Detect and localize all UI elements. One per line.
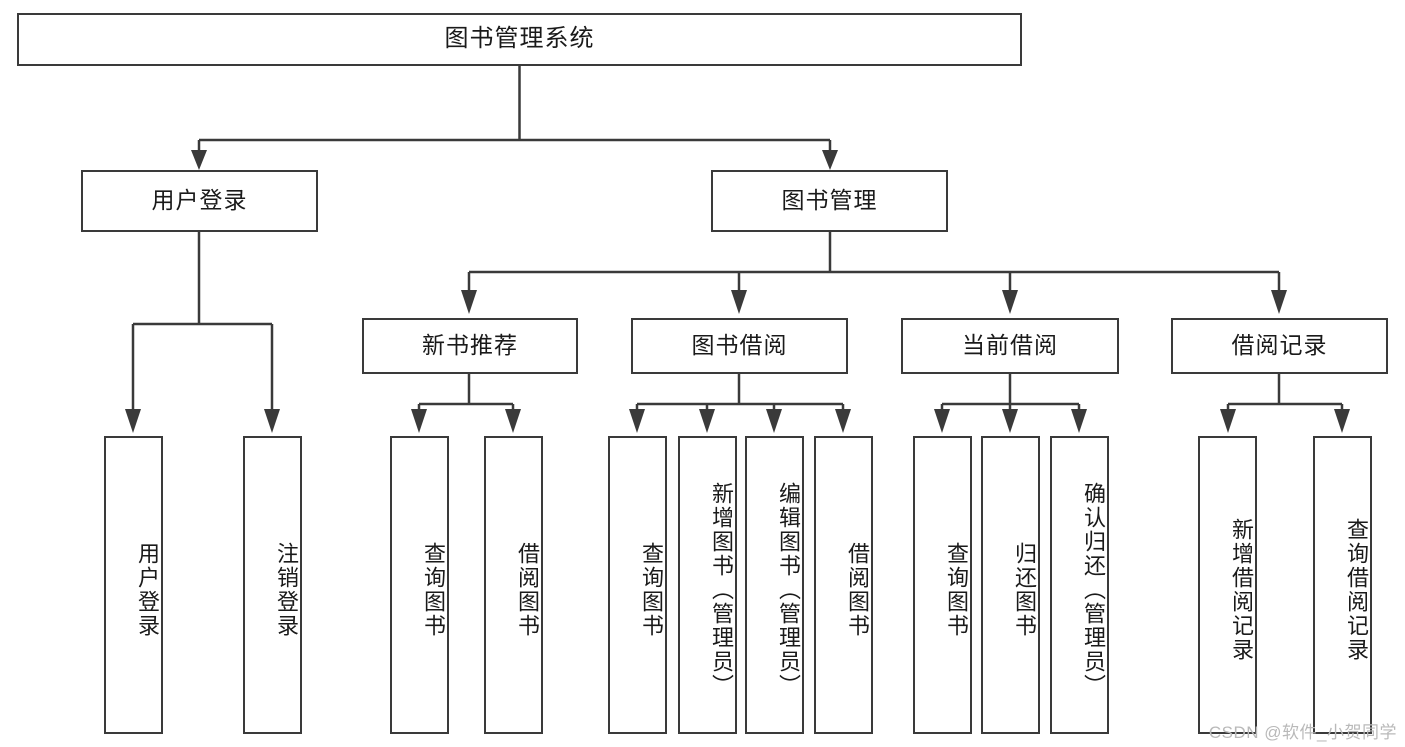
leaf-book-borrow-query-book[interactable]: 查询图书 (608, 436, 667, 734)
node-label: 新书推荐 (422, 332, 518, 359)
node-book-management[interactable]: 图书管理 (711, 170, 948, 232)
node-label: 图书管理 (781, 187, 878, 214)
node-label: 当前借阅 (962, 332, 1058, 359)
node-label: 图书管理系统 (444, 25, 595, 53)
leaf-user-login-logout[interactable]: 注销登录 (243, 436, 302, 734)
leaf-book-borrow-borrow-book[interactable]: 借阅图书 (814, 436, 873, 734)
node-label: 编辑图书（管理员） (776, 482, 801, 698)
node-book-borrow[interactable]: 图书借阅 (631, 318, 848, 374)
node-label: 查询图书 (421, 542, 446, 638)
node-root-library-system[interactable]: 图书管理系统 (17, 13, 1022, 66)
leaf-borrow-record-add-record[interactable]: 新增借阅记录 (1198, 436, 1257, 734)
leaf-book-borrow-edit-book[interactable]: 编辑图书（管理员） (745, 436, 804, 734)
node-new-book-recommend[interactable]: 新书推荐 (362, 318, 578, 374)
node-label: 借阅记录 (1231, 332, 1328, 359)
node-label: 新增图书（管理员） (709, 482, 734, 698)
node-label: 确认归还（管理员） (1081, 482, 1106, 698)
node-label: 用户登录 (151, 187, 248, 214)
leaf-current-borrow-confirm-return[interactable]: 确认归还（管理员） (1050, 436, 1109, 734)
node-label: 用户登录 (135, 542, 160, 638)
node-label: 借阅图书 (845, 542, 870, 638)
node-label: 归还图书 (1012, 542, 1037, 638)
node-label: 新增借阅记录 (1229, 518, 1254, 662)
node-current-borrow[interactable]: 当前借阅 (901, 318, 1119, 374)
node-borrow-record[interactable]: 借阅记录 (1171, 318, 1388, 374)
node-label: 查询借阅记录 (1344, 518, 1369, 662)
node-label: 借阅图书 (515, 542, 540, 638)
leaf-current-borrow-return-book[interactable]: 归还图书 (981, 436, 1040, 734)
leaf-user-login-login[interactable]: 用户登录 (104, 436, 163, 734)
node-label: 查询图书 (639, 542, 664, 638)
leaf-new-book-borrow-book[interactable]: 借阅图书 (484, 436, 543, 734)
node-user-login[interactable]: 用户登录 (81, 170, 318, 232)
leaf-borrow-record-query-record[interactable]: 查询借阅记录 (1313, 436, 1372, 734)
leaf-book-borrow-add-book[interactable]: 新增图书（管理员） (678, 436, 737, 734)
leaf-current-borrow-query-book[interactable]: 查询图书 (913, 436, 972, 734)
node-label: 查询图书 (944, 542, 969, 638)
leaf-new-book-query-book[interactable]: 查询图书 (390, 436, 449, 734)
node-label: 注销登录 (274, 542, 299, 638)
node-label: 图书借阅 (691, 332, 788, 359)
watermark-text: CSDN @软件_小贺同学 (1208, 723, 1397, 742)
